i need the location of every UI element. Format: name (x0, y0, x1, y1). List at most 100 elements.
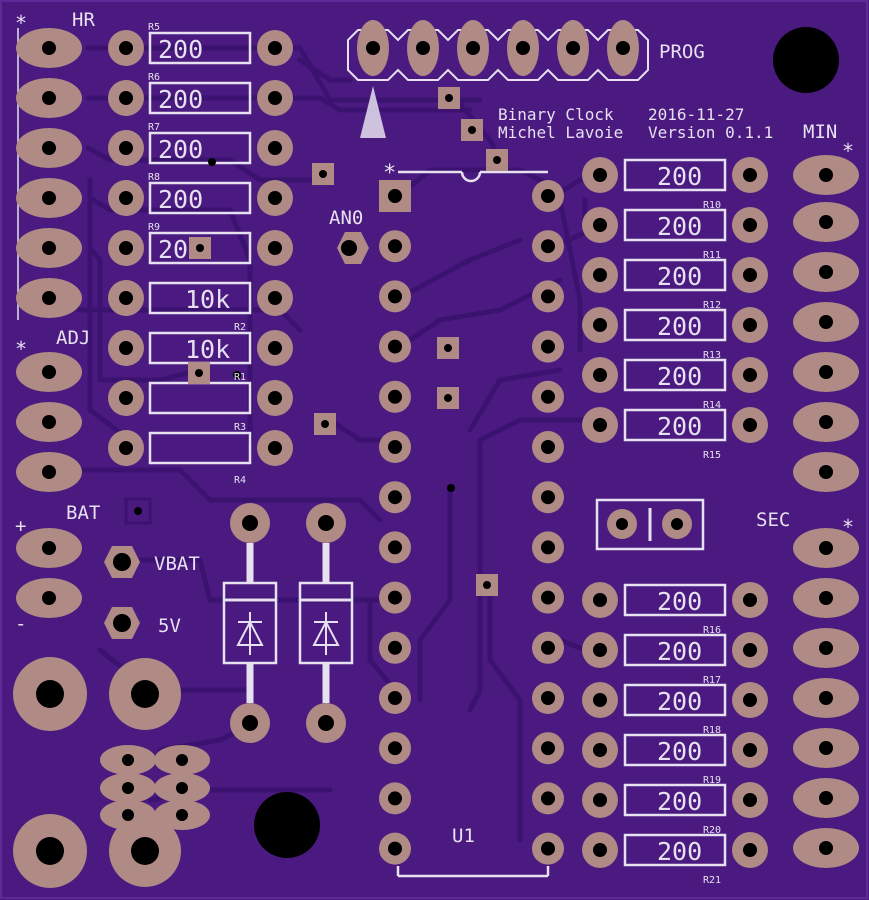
drill-hole (616, 518, 628, 530)
drill-hole (593, 593, 607, 607)
drill-hole (113, 614, 131, 632)
drill-hole (42, 365, 56, 379)
resistor-ref: R12 (703, 300, 721, 311)
via-hole (196, 244, 204, 252)
resistor-value: 200 (158, 35, 203, 64)
resistor-body (623, 733, 727, 767)
drill-hole (318, 515, 334, 531)
resistor-ref-r4: R4 (234, 475, 246, 486)
resistor-ref: R13 (703, 350, 721, 361)
drill-hole (341, 240, 357, 256)
board-title: Binary Clock (498, 105, 614, 124)
drill-hole (819, 841, 833, 855)
drill-hole (242, 515, 258, 531)
u1-pin1-mark: * (383, 161, 396, 186)
drill-hole (388, 440, 402, 454)
resistor-body (623, 258, 727, 292)
resistor-value: 200 (657, 637, 702, 666)
copper-trace (87, 245, 203, 383)
drill-hole (819, 791, 833, 805)
resistor-value: 200 (657, 412, 702, 441)
drill-hole (388, 389, 402, 404)
resistor-ref: R19 (703, 775, 721, 786)
copper-trace (467, 437, 483, 713)
resistor-value: 20 (158, 235, 188, 264)
resistor-body (148, 431, 252, 465)
drill-hole (176, 754, 188, 766)
drill-hole (42, 91, 56, 105)
drill-hole (593, 643, 607, 657)
via-hole (445, 94, 453, 102)
resistor-ref: R21 (703, 875, 721, 886)
drill-hole (541, 791, 555, 806)
drill-hole (388, 791, 402, 806)
resistor-body (623, 683, 727, 717)
resistor-value: 200 (657, 212, 702, 241)
bat-test-pad (124, 497, 152, 525)
drill-hole (318, 715, 334, 731)
drill-hole (268, 191, 282, 205)
drill-hole (593, 318, 607, 332)
drill-hole (42, 591, 56, 605)
board-author: Michel Lavoie (498, 123, 623, 142)
drill-hole (122, 809, 134, 821)
drill-hole (42, 465, 56, 479)
drill-hole (516, 41, 530, 55)
drill-hole (268, 41, 282, 55)
drill-hole (119, 91, 133, 105)
drill-hole (131, 837, 159, 865)
drill-hole (541, 189, 555, 203)
via-hole (447, 484, 455, 492)
resistor-value: 200 (657, 262, 702, 291)
jumper-outline (595, 498, 705, 551)
resistor-ref: R7 (148, 122, 160, 133)
drill-hole (42, 541, 56, 555)
copper-trace (417, 487, 453, 703)
drill-hole (119, 41, 133, 55)
via-hole (208, 158, 216, 166)
adj-pin1-mark: * (15, 337, 27, 361)
drill-hole (268, 141, 282, 155)
resistor-value: 200 (657, 587, 702, 616)
drill-hole (743, 318, 757, 332)
drill-hole (743, 593, 757, 607)
mounting-hole (254, 792, 320, 858)
drill-hole (268, 91, 282, 105)
resistor-value: 200 (657, 687, 702, 716)
drill-hole (819, 168, 833, 182)
resistor-value: 10k (185, 285, 230, 314)
min-label: MIN (803, 121, 837, 143)
copper-trace (297, 57, 353, 83)
drill-hole (131, 680, 159, 708)
drill-hole (541, 540, 555, 555)
drill-hole (819, 415, 833, 429)
drill-hole (541, 239, 555, 254)
resistor-body (623, 308, 727, 342)
resistor-body (623, 833, 727, 867)
drill-hole (743, 743, 757, 757)
resistor-value: 200 (158, 185, 203, 214)
via-hole (195, 369, 203, 377)
resistor-ref: R9 (148, 222, 160, 233)
drill-hole (42, 415, 56, 429)
copper-trace (477, 417, 588, 443)
drill-hole (113, 553, 131, 571)
resistor-body (623, 158, 727, 192)
drill-hole (593, 743, 607, 757)
board-date: 2016-11-27 (648, 105, 744, 124)
mounting-hole (773, 27, 839, 93)
drill-hole (36, 837, 64, 865)
drill-hole (119, 141, 133, 155)
drill-hole (176, 809, 188, 821)
drill-hole (819, 691, 833, 705)
drill-hole (268, 341, 282, 355)
drill-hole (819, 215, 833, 229)
via-hole (493, 156, 501, 164)
resistor-body (148, 81, 252, 115)
drill-hole (366, 41, 380, 55)
drill-hole (743, 218, 757, 232)
drill-hole (743, 268, 757, 282)
resistor-ref: R15 (703, 450, 721, 461)
drill-hole (388, 490, 402, 505)
